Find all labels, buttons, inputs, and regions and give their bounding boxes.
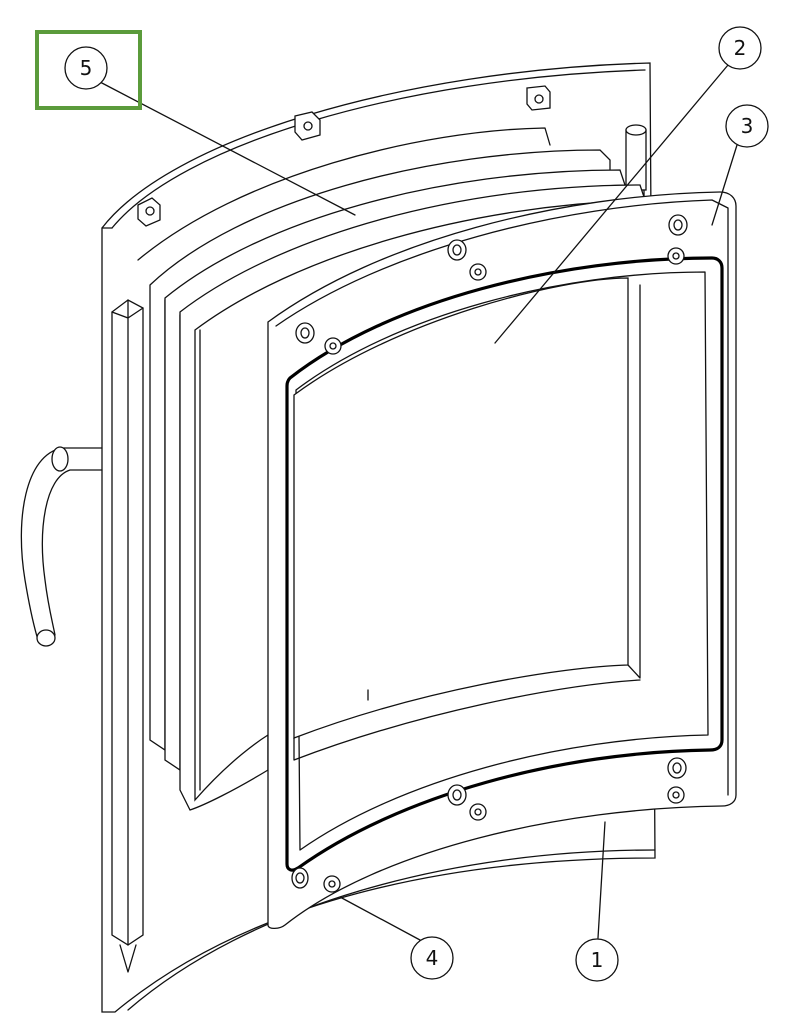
balloon-label: 3 <box>741 114 754 138</box>
balloon-label: 2 <box>734 36 747 60</box>
balloon-2: 2 <box>718 26 762 70</box>
mounting-block <box>137 197 161 227</box>
part-2-glass <box>293 277 629 739</box>
bolt-holes <box>291 214 688 889</box>
balloon-4: 4 <box>410 936 454 980</box>
balloon-label: 5 <box>80 56 93 80</box>
hinge-bar <box>111 299 144 973</box>
door-handle <box>20 446 103 647</box>
balloon-1: 1 <box>575 938 619 982</box>
balloon-label: 4 <box>426 946 439 970</box>
part-3-front-frame <box>267 191 737 930</box>
mounting-block <box>294 111 321 141</box>
balloon-5: 5 <box>64 46 108 90</box>
balloon-label: 1 <box>591 948 604 972</box>
balloon-3: 3 <box>725 104 769 148</box>
leader-lines <box>99 64 738 941</box>
part-4-screws <box>323 247 685 893</box>
mounting-block <box>526 85 551 111</box>
highlight-box <box>35 30 142 110</box>
